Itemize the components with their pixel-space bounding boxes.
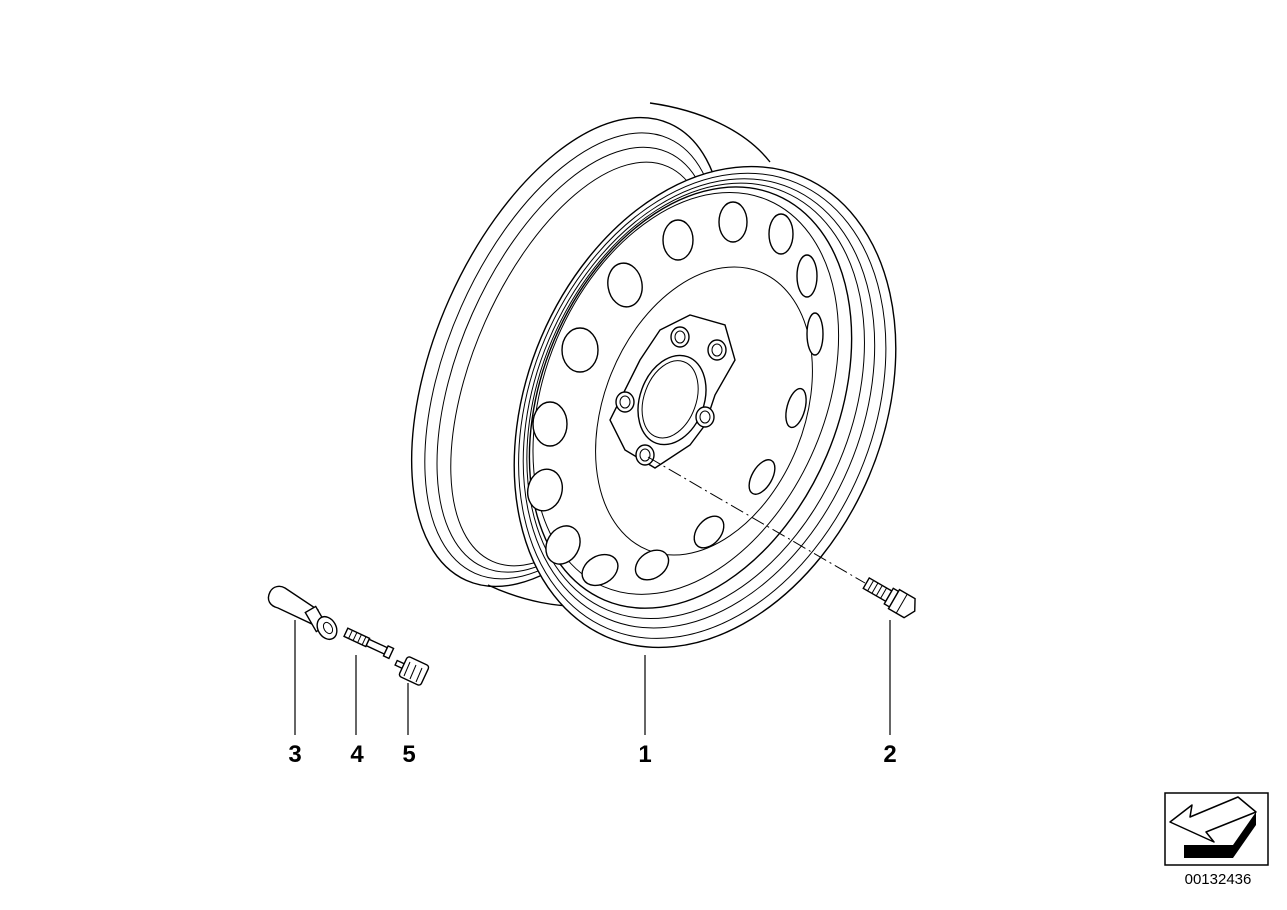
- callout-2: 2: [883, 741, 896, 768]
- callout-3: 3: [288, 741, 301, 768]
- valve-cap[interactable]: [394, 656, 430, 686]
- wheel-hub: [609, 314, 736, 469]
- steel-wheel-rim[interactable]: [348, 71, 967, 707]
- document-number: 00132436: [1185, 871, 1252, 888]
- leader-lines: [294, 620, 891, 735]
- valve-core[interactable]: [343, 627, 395, 660]
- wheel-bolt[interactable]: [861, 574, 920, 621]
- callout-5: 5: [402, 741, 415, 768]
- ventilation-holes: [527, 201, 824, 587]
- callout-4: 4: [350, 741, 364, 768]
- valve-stem[interactable]: [267, 585, 340, 643]
- view-direction-arrow-icon: [1164, 792, 1269, 866]
- callout-1: 1: [638, 741, 651, 768]
- bolt-axis-line: [647, 456, 866, 584]
